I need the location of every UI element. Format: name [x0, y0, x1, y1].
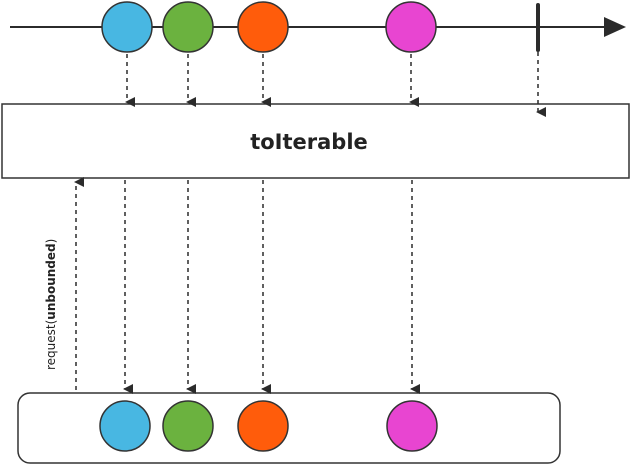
source-item-magenta [385, 1, 437, 53]
source-item-orange [237, 1, 289, 53]
output-items [99, 180, 438, 452]
operator-title: toIterable [250, 130, 368, 154]
request-arg: unbounded [44, 243, 58, 319]
source-item-blue [101, 1, 153, 53]
output-box [17, 392, 561, 464]
source-item-green [162, 1, 214, 53]
request-suffix: ) [44, 239, 58, 244]
output-item-magenta [386, 400, 438, 452]
output-item-blue [99, 400, 151, 452]
operator-box [1, 103, 630, 179]
output-item-orange [237, 400, 289, 452]
timeline-arrow-icon [604, 17, 626, 37]
request-prefix: request( [44, 320, 58, 370]
source-items [101, 1, 437, 107]
request-label: request(unbounded) [44, 239, 58, 370]
output-item-green [162, 400, 214, 452]
